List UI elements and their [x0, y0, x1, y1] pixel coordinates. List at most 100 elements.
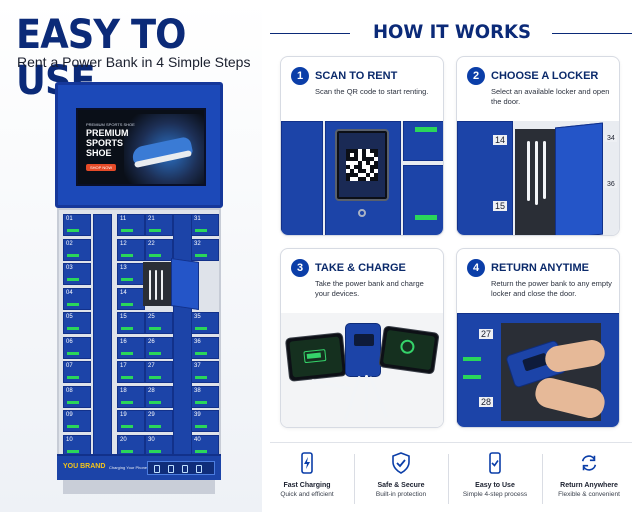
camera-icon [358, 209, 366, 217]
locker-door: 03 [63, 263, 91, 285]
qr-module [370, 165, 374, 169]
qr-module [358, 177, 362, 181]
locker-door: 09 [63, 410, 91, 432]
locker-number: 31 [194, 216, 201, 222]
locker-status-led [67, 302, 79, 306]
feature-separator [448, 454, 449, 504]
screen-kicker: PREMIUM SPORTS SHOE [86, 122, 135, 127]
locker-number: 05 [66, 314, 73, 320]
locker-door: 01 [63, 214, 91, 236]
phone-slot-icon [168, 465, 174, 473]
shield-check-icon [392, 452, 410, 474]
locker-status-led [195, 327, 207, 330]
cabinet-base-panel: YOU BRAND Charging Your Phone [57, 454, 221, 480]
feature-return-anywhere: Return Anywhere Flexible & convenient [544, 450, 634, 506]
locker-door: 17 [117, 361, 145, 383]
locker-number: 25 [148, 314, 155, 320]
locker-number: 26 [148, 338, 155, 345]
locker-number: 36 [194, 338, 201, 345]
phone-right [378, 325, 440, 375]
locker-door: 31 [191, 214, 219, 236]
locker-door: 08 [63, 385, 91, 408]
locker-door: 21 [145, 214, 173, 236]
qr-module [358, 165, 362, 169]
phone-slot-icon [154, 465, 160, 473]
refresh-arrows-icon [581, 455, 597, 471]
cabinet-foot [63, 480, 215, 494]
cabinet-header: PREMIUM SPORTS SHOE PREMIUM SPORTS SHOE … [55, 82, 223, 208]
locker-number: 28 [148, 387, 155, 394]
locker-door: 16 [117, 336, 145, 359]
power-bank-cabinet: PREMIUM SPORTS SHOE PREMIUM SPORTS SHOE … [55, 82, 223, 497]
hero-panel: EASY TO USE Rent a Power Bank in 4 Simpl… [0, 0, 262, 512]
tall-locker-door [173, 214, 192, 458]
feature-subtitle: Quick and efficient [280, 491, 334, 498]
locker-status-led [195, 376, 207, 379]
feature-easy-to-use: Easy to Use Simple 4-step process [450, 450, 540, 506]
feature-subtitle: Simple 4-step process [462, 491, 528, 498]
step-image-charging [281, 313, 443, 427]
step-title: TAKE & CHARGE [315, 262, 406, 274]
title-rule-left [270, 33, 350, 34]
open-locker [143, 258, 203, 310]
locker-number: 14 [493, 135, 508, 145]
locker-number: 37 [194, 363, 201, 369]
locker-status-led [195, 351, 207, 355]
step-title: RETURN ANYTIME [491, 262, 589, 274]
qr-module [362, 157, 366, 161]
qr-module [346, 157, 350, 161]
step-number-badge: 4 [467, 259, 485, 277]
locker-number: 02 [66, 240, 73, 247]
qr-module [374, 153, 378, 157]
step-card-return: 4 RETURN ANYTIME Return the power bank t… [456, 248, 620, 428]
locker-number: 15 [120, 314, 127, 320]
locker-number: 16 [120, 338, 127, 345]
locker-status-led [195, 229, 207, 232]
feature-title: Return Anywhere [560, 482, 618, 489]
locker-number: 18 [120, 387, 127, 394]
step-title: SCAN TO RENT [315, 70, 398, 82]
locker-number: 12 [120, 240, 127, 247]
qr-module [346, 149, 350, 153]
brand-tagline: Charging Your Phone [109, 465, 148, 470]
step-image-open-locker: 14 15 34 36 [457, 121, 619, 235]
locker-door: 06 [63, 336, 91, 359]
locker-status-led [67, 327, 79, 330]
step-card-choose: 2 CHOOSE A LOCKER Select an available lo… [456, 56, 620, 236]
feature-title: Safe & Secure [377, 482, 425, 489]
qr-module [362, 169, 366, 173]
qr-module [370, 157, 374, 161]
qr-module [370, 169, 374, 173]
locker-door: 19 [117, 410, 145, 432]
qr-module [346, 165, 350, 169]
screen-headline: PREMIUM SPORTS SHOE [86, 128, 129, 158]
locker-number: 15 [493, 201, 508, 211]
qr-module [358, 169, 362, 173]
locker-number: 39 [194, 412, 201, 418]
feature-safe-secure: Safe & Secure Built-in protection [356, 450, 446, 506]
qr-module [354, 149, 358, 153]
locker-status-led [121, 253, 133, 257]
advertising-screen: PREMIUM SPORTS SHOE PREMIUM SPORTS SHOE … [76, 108, 206, 186]
locker-status-led [149, 376, 161, 379]
qr-module [346, 173, 350, 177]
battery-icon [303, 348, 327, 364]
phone-slot-icon [196, 465, 202, 473]
feature-subtitle: Built-in protection [375, 491, 427, 498]
locker-number: 27 [479, 329, 494, 339]
locker-number: 20 [120, 436, 127, 443]
qr-module [350, 157, 354, 161]
locker-door: 37 [191, 361, 219, 383]
step-card-scan: 1 SCAN TO RENT Scan the QR code to start… [280, 56, 444, 236]
phone-left [284, 332, 348, 382]
qr-module [346, 153, 350, 157]
qr-module [370, 177, 374, 181]
locker-status-led [67, 278, 79, 281]
locker-status-led [121, 327, 133, 330]
locker-door: 36 [191, 336, 219, 359]
tall-locker-door [93, 214, 112, 458]
power-bank [345, 323, 381, 377]
locker-number: 04 [66, 289, 73, 296]
